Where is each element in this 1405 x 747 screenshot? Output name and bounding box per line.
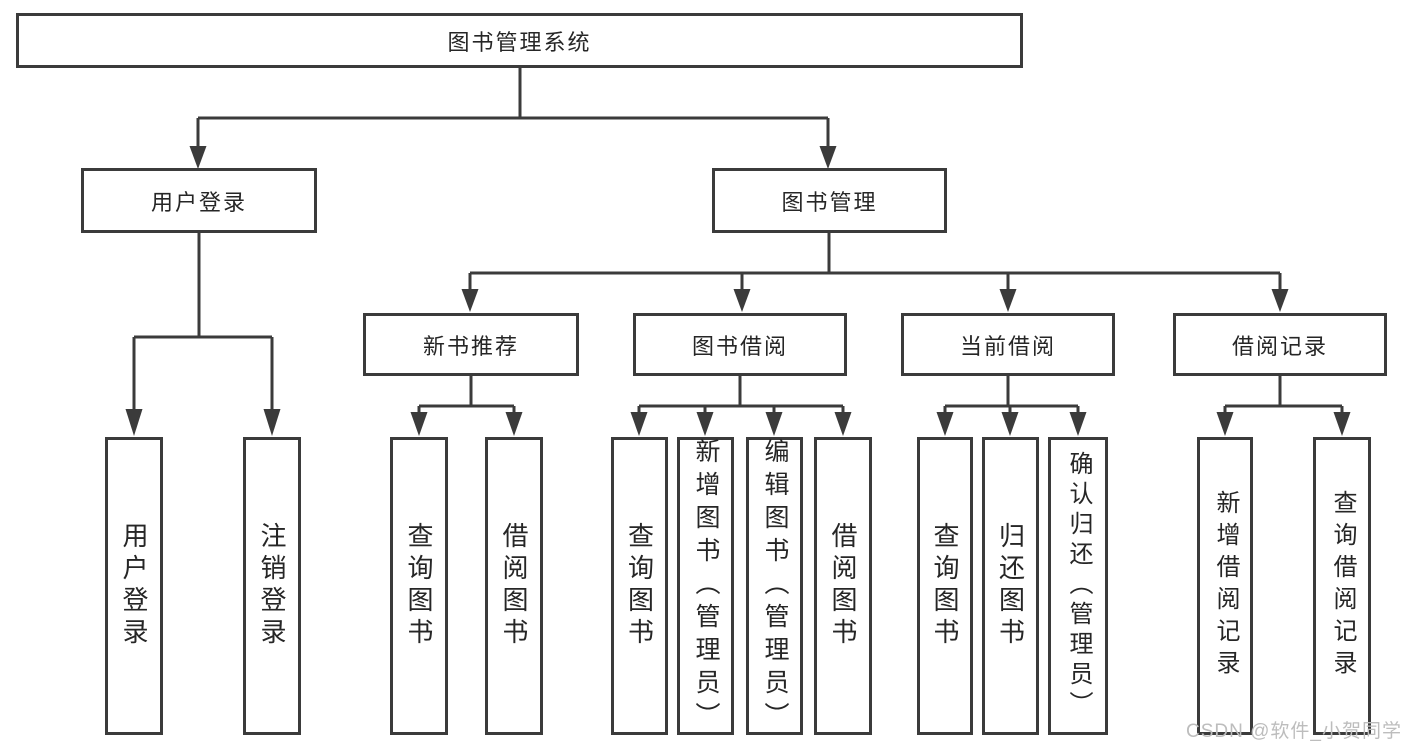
- leaf-current-query-books: 查询图书: [917, 437, 973, 735]
- leaf-return-books: 归还图书: [982, 437, 1039, 735]
- leaf-newbook-query-books: 查询图书: [390, 437, 448, 735]
- edge-record-to-leaves: [1223, 376, 1344, 414]
- node-root-system: 图书管理系统: [16, 13, 1023, 68]
- node-current-borrowing: 当前借阅: [901, 313, 1115, 376]
- node-user-login: 用户登录: [81, 168, 317, 233]
- node-root-label: 图书管理系统: [447, 29, 592, 55]
- node-label: 借阅记录: [1231, 333, 1328, 359]
- leaf-label: 编辑图书（管理员）: [761, 437, 789, 735]
- leaf-borrow-books: 借阅图书: [814, 437, 872, 735]
- node-label: 当前借阅: [959, 333, 1056, 359]
- node-new-book-recommend: 新书推荐: [363, 313, 579, 376]
- arrowheads: [125, 146, 1351, 436]
- node-book-borrowing: 图书借阅: [633, 313, 847, 376]
- edge-userlogin-to-leaves: [132, 233, 274, 411]
- node-label: 新书推荐: [422, 333, 519, 359]
- node-book-management: 图书管理: [712, 168, 947, 233]
- node-borrow-records: 借阅记录: [1173, 313, 1387, 376]
- leaf-newbook-borrow-books: 借阅图书: [485, 437, 543, 735]
- leaf-query-borrow-record: 查询借阅记录: [1313, 437, 1371, 735]
- leaf-label: 注销登录: [257, 522, 287, 650]
- edge-newbook-to-leaves: [417, 376, 516, 414]
- leaf-label: 查询图书: [624, 522, 655, 650]
- leaf-borrow-query-books: 查询图书: [611, 437, 668, 735]
- leaf-label: 查询图书: [404, 522, 434, 650]
- edge-borrow-to-leaves: [637, 376, 845, 414]
- node-label: 图书管理: [781, 189, 878, 215]
- leaf-add-borrow-record: 新增借阅记录: [1197, 437, 1253, 735]
- node-label: 图书借阅: [691, 333, 788, 359]
- leaf-label: 归还图书: [995, 522, 1026, 650]
- leaf-label: 借阅图书: [828, 522, 858, 650]
- leaf-add-books-admin: 新增图书（管理员）: [677, 437, 734, 735]
- leaf-user-login: 用户登录: [105, 437, 163, 735]
- leaf-edit-books-admin: 编辑图书（管理员）: [746, 437, 803, 735]
- watermark: CSDN @软件_小贺同学: [1186, 721, 1402, 742]
- leaf-logout: 注销登录: [243, 437, 301, 735]
- leaf-confirm-return-admin: 确认归还（管理员）: [1048, 437, 1108, 735]
- leaf-label: 查询图书: [930, 522, 960, 650]
- edge-bookmgmt-to-level3: [468, 233, 1282, 291]
- leaf-label: 用户登录: [119, 522, 149, 650]
- leaf-label: 确认归还（管理员）: [1065, 451, 1092, 721]
- leaf-label: 查询借阅记录: [1329, 490, 1356, 682]
- node-label: 用户登录: [150, 189, 247, 215]
- leaf-label: 新增借阅记录: [1212, 490, 1239, 682]
- leaf-label: 借阅图书: [499, 522, 529, 650]
- leaf-label: 新增图书（管理员）: [692, 437, 720, 735]
- edge-current-to-leaves: [943, 376, 1080, 414]
- edge-root-to-level2: [196, 68, 830, 148]
